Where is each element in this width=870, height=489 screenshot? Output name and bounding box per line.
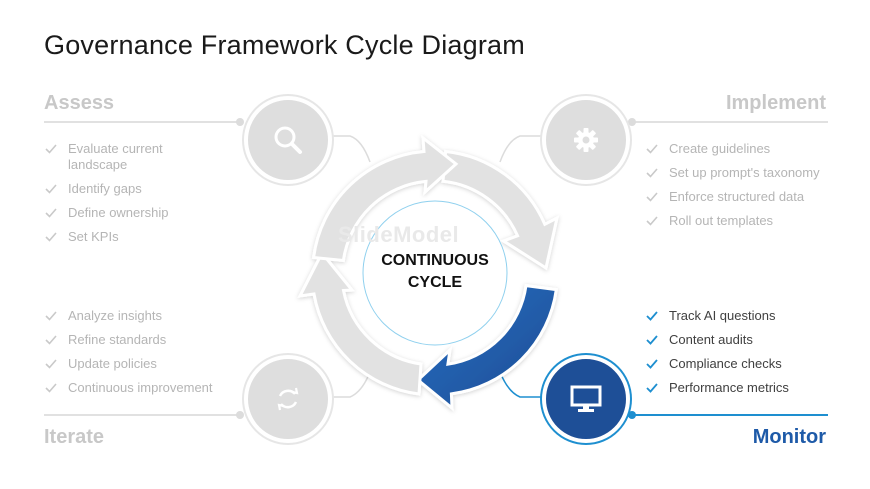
check-icon [646,311,658,321]
assess-list: Evaluate current landscape Identify gaps… [44,141,204,253]
list-item: Set up prompt's taxonomy [645,165,845,181]
check-icon [646,383,658,393]
implement-icon-circle [542,96,630,184]
list-item-label: Continuous improvement [68,380,213,395]
assess-rule [44,118,244,126]
monitor-icon [570,385,602,412]
page-title: Governance Framework Cycle Diagram [44,30,525,60]
list-item-label: Update policies [68,356,157,371]
list-item-label: Define ownership [68,205,169,220]
search-icon [274,126,302,154]
list-item-label: Enforce structured data [669,189,805,204]
list-item: Refine standards [44,332,234,348]
list-item-label: Track AI questions [669,308,776,323]
list-item: Evaluate current landscape [44,141,204,173]
implement-connector [499,135,546,163]
list-item-label: Content audits [669,332,753,347]
iterate-rule [44,411,244,419]
check-icon [646,335,658,345]
gear-icon [574,128,598,152]
list-item: Performance metrics [645,380,845,396]
iterate-list: Analyze insights Refine standards Update… [44,308,234,404]
check-icon [45,184,57,194]
list-item: Continuous improvement [44,380,234,396]
check-icon [646,216,658,226]
monitor-heading: Monitor [752,426,826,448]
list-item: Enforce structured data [645,189,845,205]
center-label: CONTINUOUS CYCLE [363,250,507,294]
check-icon [45,232,57,242]
assess-heading: Assess [44,92,115,114]
cycle-arrow-assess [311,134,459,263]
check-icon [45,144,57,154]
check-icon [45,311,57,321]
monitor-icon-circle [542,355,630,443]
implement-heading: Implement [725,92,826,114]
implement-list: Create guidelines Set up prompt's taxono… [645,141,845,237]
monitor-rule [628,411,828,419]
list-item-label: Set up prompt's taxonomy [669,165,820,180]
implement-rule [628,118,828,126]
list-item-label: Performance metrics [669,380,789,395]
iterate-heading: Iterate [44,426,105,448]
list-item-label: Evaluate current landscape [68,141,163,172]
list-item: Analyze insights [44,308,234,324]
list-item: Update policies [44,356,234,372]
check-icon [646,192,658,202]
assess-icon-circle [244,96,332,184]
cycle-arrow-monitor [415,283,558,412]
list-item-label: Create guidelines [669,141,771,156]
center-label-line1: CONTINUOUS [381,252,489,269]
list-item: Identify gaps [44,181,204,197]
list-item-label: Identify gaps [68,181,142,196]
list-item: Set KPIs [44,229,204,245]
check-icon [45,359,57,369]
assess-connector [320,135,371,163]
list-item: Track AI questions [645,308,845,324]
list-item: Define ownership [44,205,204,221]
list-item: Create guidelines [645,141,845,157]
check-icon [45,335,57,345]
check-icon [45,208,57,218]
list-item-label: Refine standards [68,332,167,347]
cycle-arrow-implement [441,149,560,271]
list-item-label: Set KPIs [68,229,119,244]
iterate-icon-circle [244,355,332,443]
cycle-arrow-iterate [297,250,423,396]
check-icon [646,144,658,154]
check-icon [45,383,57,393]
watermark: SlideModel [338,222,460,247]
list-item-label: Compliance checks [669,356,782,371]
check-icon [646,168,658,178]
check-icon [646,359,658,369]
center-label-line2: CYCLE [407,274,463,291]
list-item: Content audits [645,332,845,348]
list-item: Compliance checks [645,356,845,372]
monitor-connector [499,371,546,398]
monitor-list: Track AI questions Content audits Compli… [645,308,845,404]
list-item-label: Roll out templates [669,213,774,228]
refresh-icon [277,387,299,411]
list-item: Roll out templates [645,213,845,229]
list-item-label: Analyze insights [68,308,162,323]
center-circle [362,200,508,346]
